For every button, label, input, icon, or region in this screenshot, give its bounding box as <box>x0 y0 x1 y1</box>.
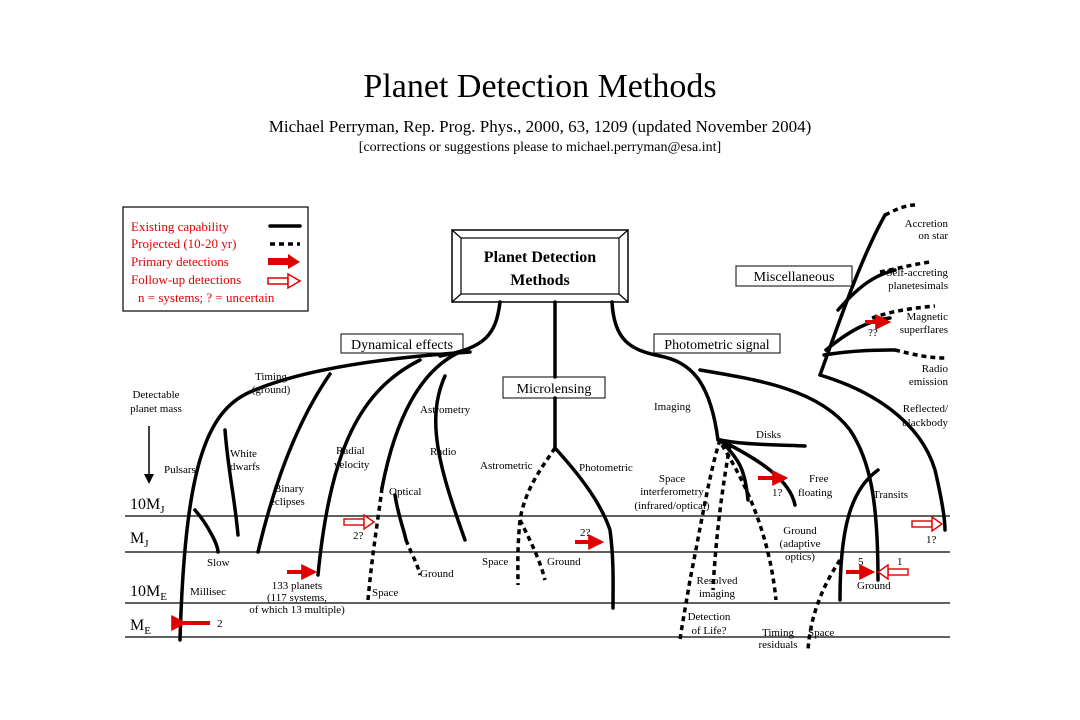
mass-label-mj: MJ <box>130 530 149 550</box>
label-space-ml: Space <box>482 556 508 568</box>
followup-arrow-optical <box>343 518 365 526</box>
category-misc: Miscellaneous <box>754 270 835 285</box>
label-spint-3: (infrared/optical) <box>634 500 709 512</box>
legend-primary-arrow <box>268 258 288 265</box>
label-slow: Slow <box>207 557 230 569</box>
label-ground-ph: Ground <box>857 580 891 592</box>
legend-existing-label: Existing capability <box>131 219 229 234</box>
detection-arrows: 2 2? 2? 1? ?? 1? 5 1 <box>171 314 944 631</box>
label-life-1: Detection <box>688 611 731 623</box>
legend-followup-label: Follow-up detections <box>131 272 241 287</box>
label-photometric-ml: Photometric <box>579 462 633 474</box>
label-radial-1: Radial <box>336 445 365 457</box>
label-ground-ml: Ground <box>547 556 581 568</box>
legend: Existing capability Projected (10-20 yr)… <box>122 206 309 312</box>
label-space-ph: Space <box>808 627 834 639</box>
label-qq: ?? <box>868 327 878 339</box>
label-imaging: Imaging <box>654 401 691 413</box>
label-radial-2: velocity <box>334 459 370 471</box>
label-transits: Transits <box>873 489 908 501</box>
label-groundao-2: (adaptive <box>780 538 821 550</box>
label-radioem-1: Radio <box>922 363 949 375</box>
legend-key-label: n = systems; ? = uncertain <box>138 290 275 305</box>
label-planets-3: of which 13 multiple) <box>249 604 345 616</box>
legend-primary-label: Primary detections <box>131 254 229 269</box>
center-box-line2: Methods <box>510 272 570 289</box>
label-ground-dyn: Ground <box>420 568 454 580</box>
label-reflected-1: Reflected/ <box>903 403 949 415</box>
mass-label-10mj: 10MJ <box>130 496 165 516</box>
label-q2b: 2? <box>580 527 591 539</box>
label-resolved-2: imaging <box>699 588 736 600</box>
dynamical-branches <box>178 350 472 642</box>
followup-arrow-reflected <box>911 520 933 528</box>
label-binary-2: eclipses <box>270 496 305 508</box>
label-planets-1: 133 planets <box>272 580 322 592</box>
label-selfacc-1: Self-accreting <box>886 267 948 279</box>
label-disks: Disks <box>756 429 781 441</box>
label-q2: 2? <box>353 530 364 542</box>
label-binary-1: Binary <box>274 483 304 495</box>
label-reflected-2: blackbody <box>902 417 948 429</box>
label-optical: Optical <box>389 486 421 498</box>
label-millisec: Millisec <box>190 586 226 598</box>
label-timing-res-1: Timing <box>762 627 795 639</box>
label-accretion-1: Accretion <box>905 218 949 230</box>
label-timing-1: Timing <box>255 371 288 383</box>
contact-note: [corrections or suggestions please to mi… <box>358 140 722 155</box>
label-radio: Radio <box>430 446 457 458</box>
mass-label-me: ME <box>130 617 151 637</box>
label-timing-2: (ground) <box>252 384 291 396</box>
label-n1: 1 <box>897 556 903 568</box>
category-dynamical: Dynamical effects <box>351 338 453 353</box>
mass-axis-title-1: Detectable <box>132 389 179 401</box>
label-resolved-1: Resolved <box>697 575 738 587</box>
label-n2: 2 <box>217 618 223 630</box>
followup-arrow-transits <box>887 568 909 576</box>
label-spint-2: interferometry <box>640 486 704 498</box>
microlensing-branches <box>516 396 615 610</box>
label-magnetic-2: superflares <box>900 324 948 336</box>
label-timing-res-2: residuals <box>758 639 797 651</box>
page-title: Planet Detection Methods <box>363 68 717 105</box>
label-q1b: 1? <box>926 534 937 546</box>
label-accretion-2: on star <box>918 230 948 242</box>
label-life-2: of Life? <box>691 625 726 637</box>
label-q1: 1? <box>772 487 783 499</box>
legend-followup-arrow <box>267 277 289 285</box>
page-subtitle: Michael Perryman, Rep. Prog. Phys., 2000… <box>268 117 812 136</box>
branch-labels: Timing (ground) Pulsars White dwarfs Bin… <box>164 218 949 651</box>
label-magnetic-1: Magnetic <box>906 311 948 323</box>
center-box: Planet Detection Methods <box>451 229 629 303</box>
label-selfacc-2: planetesimals <box>888 280 948 292</box>
category-photometric: Photometric signal <box>664 338 769 353</box>
label-spint-1: Space <box>659 473 685 485</box>
label-astrometry: Astrometry <box>420 404 471 416</box>
label-planets-2: (117 systems, <box>267 592 327 604</box>
label-white-1: White <box>230 448 257 460</box>
label-astrometric: Astrometric <box>480 460 533 472</box>
label-white-2: dwarfs <box>230 461 260 473</box>
category-microlensing: Microlensing <box>517 382 592 397</box>
mass-label-10me: 10ME <box>130 583 167 603</box>
label-pulsars: Pulsars <box>164 464 196 476</box>
label-n5: 5 <box>858 556 864 568</box>
center-box-line1: Planet Detection <box>484 249 597 266</box>
label-groundao-3: optics) <box>785 551 815 563</box>
label-free-2: floating <box>798 487 833 499</box>
label-free-1: Free <box>809 473 829 485</box>
mass-axis-title-2: planet mass <box>130 403 182 415</box>
label-groundao-1: Ground <box>783 525 817 537</box>
label-radioem-2: emission <box>909 376 949 388</box>
label-space-dyn: Space <box>372 587 398 599</box>
legend-projected-label: Projected (10-20 yr) <box>131 236 236 251</box>
trunk-photometric <box>610 300 662 358</box>
photometric-branches <box>658 354 947 651</box>
